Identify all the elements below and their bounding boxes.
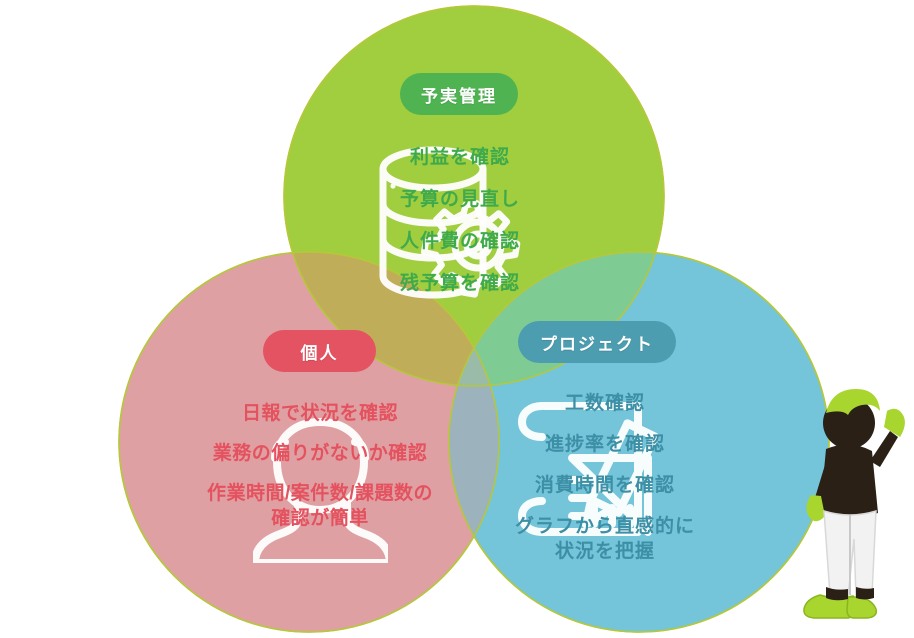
overlap-green-pink <box>284 252 499 386</box>
blue-circle-text-list: 工数確認 進捗率を確認 消費時間を確認 グラフから直感的に 状況を把握 <box>490 394 720 583</box>
badge-green-yojitsu-kanri[interactable]: 予実管理 <box>400 73 518 115</box>
green-line-4: 残予算を確認 <box>399 273 520 294</box>
person-illustration <box>803 389 905 619</box>
circle-pink-outline <box>118 251 500 633</box>
blue-line-3: 消費時間を確認 <box>534 475 675 496</box>
character-body <box>803 389 905 619</box>
blue-line-4: グラフから直感的に <box>514 516 695 537</box>
blue-line-1: 工数確認 <box>564 393 645 414</box>
green-circle-text-list: 利益を確認 予算の見直し 人件費の確認 残予算を確認 <box>300 148 620 316</box>
pink-line-1: 日報で状況を確認 <box>241 403 398 424</box>
blue-line-2: 進捗率を確認 <box>544 434 665 455</box>
green-line-3: 人件費の確認 <box>399 231 520 252</box>
pink-line-4: 確認が簡単 <box>271 508 369 529</box>
pink-line-3: 作業時間/案件数/課題数の <box>206 483 434 504</box>
pink-circle-text-list: 日報で状況を確認 業務の偏りがないか確認 作業時間/案件数/課題数の 確認が簡単 <box>160 404 480 549</box>
green-line-2: 予算の見直し <box>399 189 520 210</box>
badge-pink-kojin[interactable]: 個人 <box>263 330 376 372</box>
circle-green-outline <box>283 5 665 387</box>
pink-line-2: 業務の偏りがないか確認 <box>212 443 428 464</box>
blue-line-5: 状況を把握 <box>554 541 655 562</box>
green-line-1: 利益を確認 <box>409 147 510 168</box>
circle-blue-outline <box>448 251 830 633</box>
badge-blue-project[interactable]: プロジェクト <box>518 321 676 363</box>
